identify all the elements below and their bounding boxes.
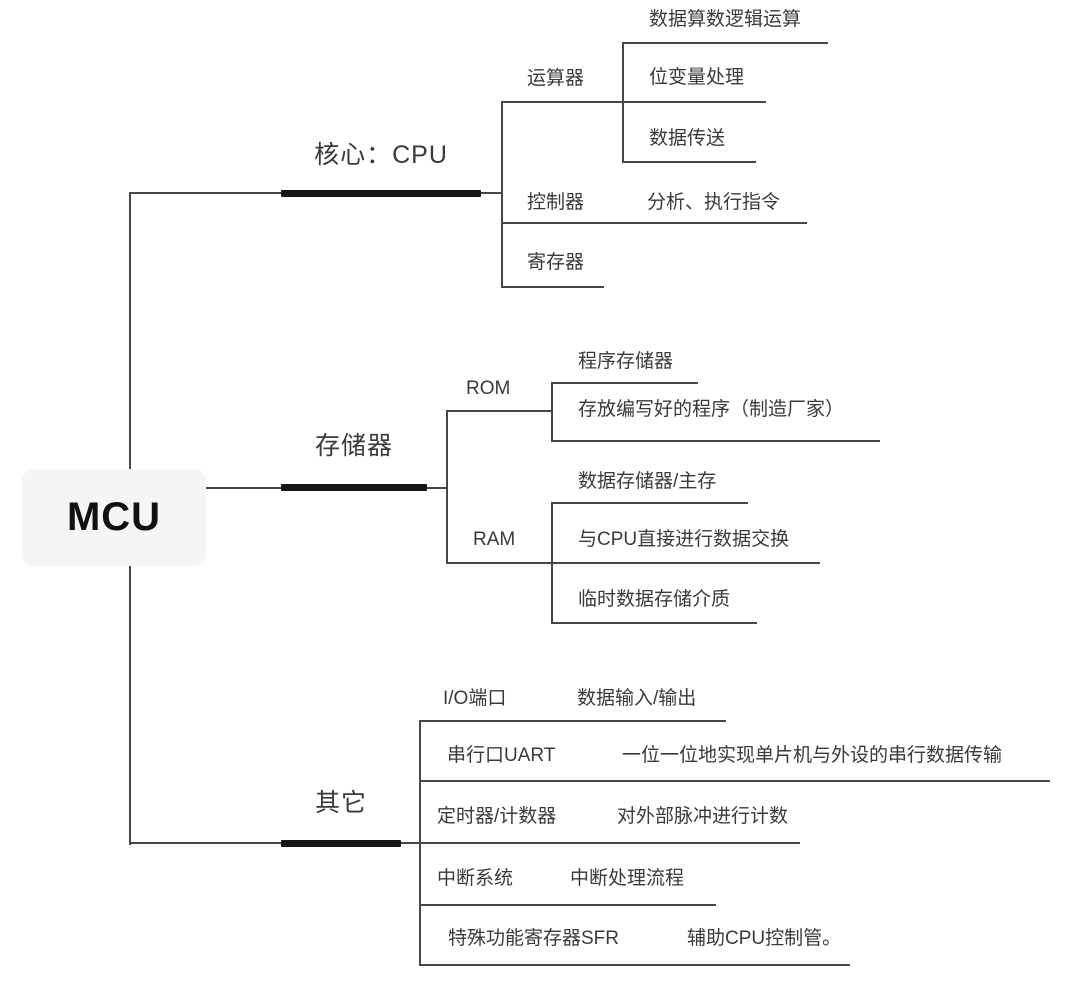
topic-arith-logic[interactable]: 数据算数逻辑运算 — [649, 9, 802, 30]
connector-line — [401, 842, 420, 844]
topic-analyze-execute[interactable]: 分析、执行指令 — [647, 192, 781, 213]
topic-controller[interactable]: 控制器 — [527, 192, 585, 213]
branch-memory-underline — [281, 484, 427, 491]
arith-logic-underline — [622, 42, 828, 44]
timer-counter-underline — [419, 842, 800, 844]
ram-underline — [446, 562, 552, 564]
interrupt-underline — [419, 904, 716, 906]
controller-underline — [501, 222, 807, 224]
cpu-children-line — [501, 101, 503, 288]
topic-io-port[interactable]: I/O端口 — [443, 688, 507, 709]
topic-data-transfer[interactable]: 数据传送 — [649, 128, 726, 149]
topic-pulse-counting[interactable]: 对外部脉冲进行计数 — [617, 806, 789, 827]
topic-rom[interactable]: ROM — [466, 378, 511, 399]
alu-children-line — [622, 42, 624, 163]
sfr-underline — [419, 964, 850, 966]
branch-others-underline — [281, 840, 401, 847]
topic-uart-desc[interactable]: 一位一位地实现单片机与外设的串行数据传输 — [622, 745, 1003, 766]
cpu-data-exchange-underline — [551, 562, 820, 564]
topic-data-memory[interactable]: 数据存储器/主存 — [578, 471, 717, 492]
branch-cpu-underline — [281, 190, 481, 197]
topic-registers[interactable]: 寄存器 — [527, 252, 585, 273]
topic-stored-program[interactable]: 存放编写好的程序（制造厂家） — [578, 399, 845, 420]
alu-underline — [501, 101, 766, 103]
uart-underline — [419, 780, 1050, 782]
topic-sfr-desc[interactable]: 辅助CPU控制管。 — [687, 928, 842, 949]
branch-core-cpu[interactable]: 核心：CPU — [314, 141, 448, 169]
topic-alu[interactable]: 运算器 — [527, 68, 585, 89]
root-topic-mcu[interactable]: MCU — [22, 469, 206, 566]
topic-interrupt-system[interactable]: 中断系统 — [437, 868, 514, 889]
topic-data-io[interactable]: 数据输入/输出 — [577, 688, 697, 709]
topic-uart[interactable]: 串行口UART — [447, 745, 556, 766]
registers-underline — [501, 286, 604, 288]
branch-others[interactable]: 其它 — [314, 789, 367, 817]
memory-children-line — [446, 410, 448, 564]
connector-line — [427, 487, 447, 489]
topic-temp-storage[interactable]: 临时数据存储介质 — [578, 589, 731, 610]
topic-bit-processing[interactable]: 位变量处理 — [649, 67, 745, 88]
topic-interrupt-flow[interactable]: 中断处理流程 — [570, 868, 685, 889]
topic-timer-counter[interactable]: 定时器/计数器 — [437, 806, 557, 827]
connector-line — [481, 192, 502, 194]
rom-underline — [446, 410, 552, 412]
data-transfer-underline — [622, 161, 756, 163]
temp-storage-underline — [551, 622, 757, 624]
program-memory-underline — [551, 382, 698, 384]
stored-program-underline — [551, 440, 880, 442]
topic-ram[interactable]: RAM — [473, 529, 516, 550]
connector-line — [129, 192, 281, 194]
topic-cpu-data-exchange[interactable]: 与CPU直接进行数据交换 — [578, 529, 790, 550]
data-memory-underline — [551, 502, 748, 504]
connector-line — [129, 842, 281, 844]
io-port-underline — [419, 720, 726, 722]
topic-program-memory[interactable]: 程序存储器 — [578, 351, 674, 372]
topic-sfr[interactable]: 特殊功能寄存器SFR — [448, 928, 620, 949]
branch-memory[interactable]: 存储器 — [314, 432, 393, 460]
connector-line — [206, 487, 281, 489]
rom-children-line — [551, 382, 553, 442]
